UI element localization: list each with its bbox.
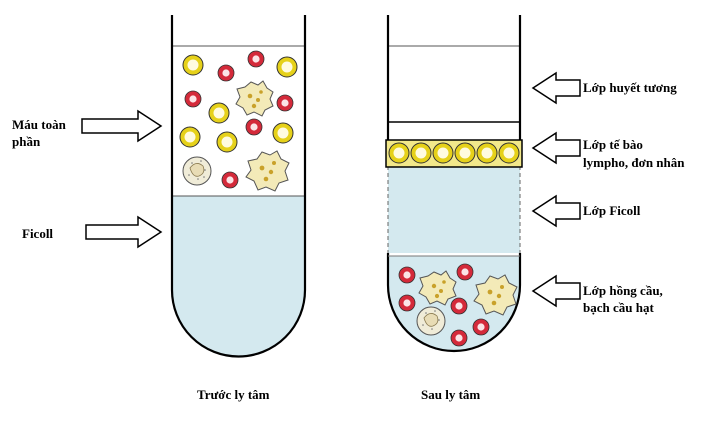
lymphocyte-cell: [208, 102, 230, 124]
lymphocyte-cell: [476, 142, 498, 164]
label-rbc-line2: bạch cầu hạt: [583, 300, 654, 315]
arrow-plasma: [531, 71, 581, 105]
arrow-ficoll: [85, 215, 163, 249]
arrow-rbc: [531, 274, 581, 308]
arrow-ficoll-layer: [531, 194, 581, 228]
lymphocyte-band: [385, 139, 523, 168]
red-blood-cell: [276, 94, 294, 112]
red-blood-cell: [472, 318, 490, 336]
label-ficoll-layer: Lớp Ficoll: [583, 203, 641, 218]
caption-after: Sau ly tâm: [421, 387, 480, 402]
lymphocyte-cell: [410, 142, 432, 164]
red-blood-cell: [398, 266, 416, 284]
label-lymphocyte-line2: lympho, đơn nhân: [583, 155, 685, 170]
granulocyte-cell: [235, 80, 274, 117]
arrow-whole-blood: [81, 109, 163, 143]
caption-before: Trước ly tâm: [197, 387, 270, 402]
lymphocyte-cell: [454, 142, 476, 164]
granulocyte-cell: [473, 274, 518, 316]
red-blood-cell: [245, 118, 263, 136]
lymphocyte-cell: [276, 56, 298, 78]
red-blood-cell: [217, 64, 235, 82]
lymphocyte-cell: [216, 131, 238, 153]
lymphocyte-cell: [182, 54, 204, 76]
red-blood-cell: [450, 297, 468, 315]
red-blood-cell: [456, 263, 474, 281]
arrow-lymphocyte: [531, 131, 581, 165]
red-blood-cell: [398, 294, 416, 312]
red-blood-cell: [221, 171, 239, 189]
monocyte-cell: [416, 306, 446, 336]
label-rbc-line1: Lớp hồng cầu,: [583, 283, 663, 298]
label-plasma: Lớp huyết tương: [583, 80, 677, 95]
lymphocyte-cell: [272, 122, 294, 144]
tube-before: [170, 15, 307, 358]
tube-outline-after-bottom: [386, 253, 522, 353]
granulocyte-cell: [418, 270, 457, 306]
ficoll-fill-before: [172, 196, 305, 357]
red-blood-cell: [184, 90, 202, 108]
red-blood-cell: [450, 329, 468, 347]
label-lymphocyte-line1: Lớp tế bào: [583, 137, 643, 152]
tube-after: [385, 15, 523, 353]
monocyte-cell: [182, 156, 212, 186]
lymphocyte-cell: [179, 126, 201, 148]
granulocyte-cell: [245, 150, 290, 192]
label-whole-blood-line2: phần: [12, 134, 41, 149]
lymphocyte-cell: [388, 142, 410, 164]
lymphocyte-cell: [432, 142, 454, 164]
rbc-layer-cells: [398, 263, 518, 347]
ficoll-layer-fill: [388, 166, 520, 253]
lymphocyte-cell: [498, 142, 520, 164]
label-ficoll: Ficoll: [22, 226, 53, 241]
blood-cells-before: [179, 50, 298, 192]
red-blood-cell: [247, 50, 265, 68]
label-whole-blood-line1: Máu toàn: [12, 117, 67, 132]
tube-outline-before: [170, 15, 307, 358]
